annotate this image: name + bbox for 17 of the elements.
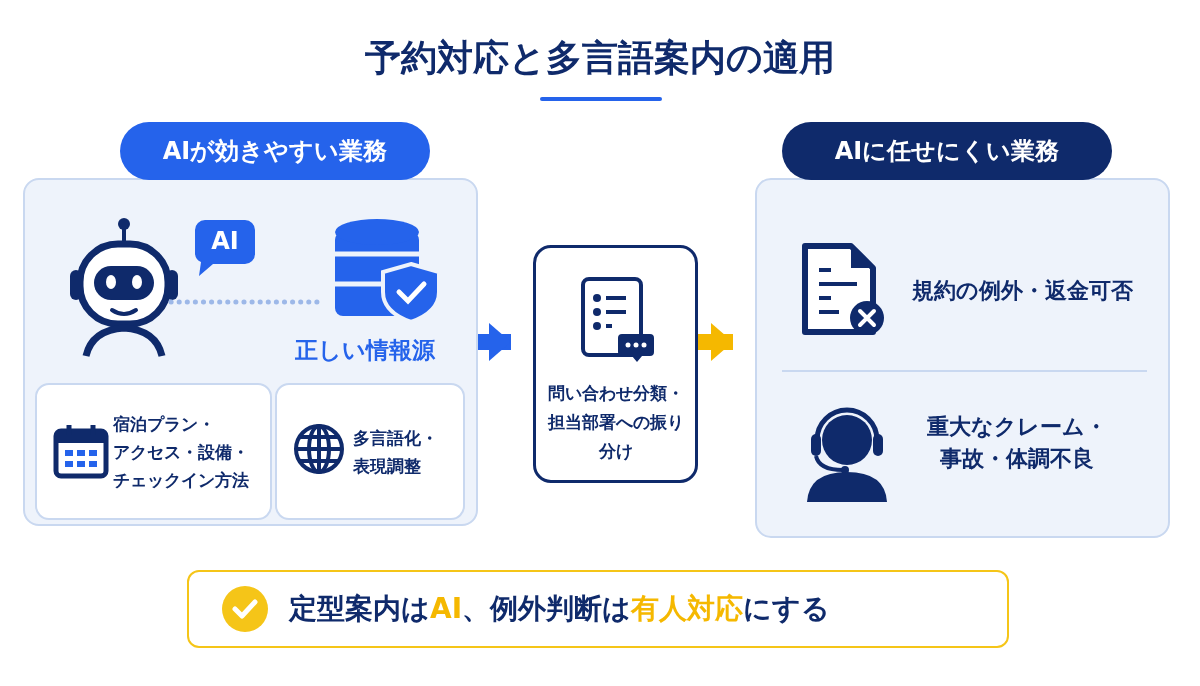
summary-text: 定型案内はAI、例外判断は有人対応にする	[289, 591, 832, 627]
card-text: 多言語化・表現調整	[353, 426, 439, 478]
heading-pill: AIに任せにくい業務	[782, 122, 1112, 180]
heading-pill: AIが効きやすい業務	[120, 122, 430, 180]
box-text: 問い合わせ分類・担当部署への振り分け	[546, 381, 685, 463]
info-card	[35, 383, 272, 520]
arrow	[698, 323, 733, 361]
arrow	[478, 323, 511, 361]
source-label: 正しい情報源	[294, 336, 436, 365]
summary-box	[187, 570, 1009, 648]
item-text: 規約の例外・返金可否	[910, 277, 1134, 305]
speech-bubble: AI	[193, 218, 257, 278]
title: 予約対応と多言語案内の適用	[364, 36, 836, 80]
info-card	[275, 383, 465, 520]
item-text: 重大なクレーム・事故・体調不良	[926, 413, 1108, 473]
process-box	[533, 245, 698, 483]
card-text: 宿泊プラン・アクセス・設備・チェックイン方法	[113, 412, 250, 492]
